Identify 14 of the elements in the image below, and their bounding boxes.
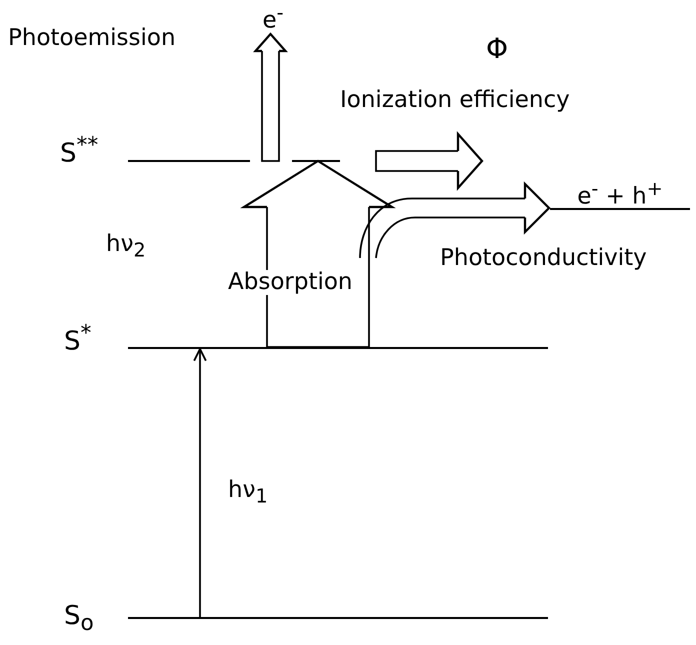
arrow [193,348,207,617]
text-label: Photoconductivity [440,246,647,272]
block-arrow [359,182,550,259]
text-label: Ionization efficiency [340,88,570,114]
product-label: e$^{-}$ + h$^{+}$ [550,178,690,210]
energy-level-line [128,347,548,349]
level-label: S$^{**}$ [60,134,98,168]
text-label: Photoemission [8,26,176,52]
level-label: S$^{*}$ [64,322,92,356]
level-label: S$_{o}$ [64,602,94,636]
energy-level-line [128,617,548,619]
text-label: hν$_{2}$ [106,232,146,261]
text-label: Φ [486,34,508,65]
product-label: e$^{-}$ [254,2,292,34]
